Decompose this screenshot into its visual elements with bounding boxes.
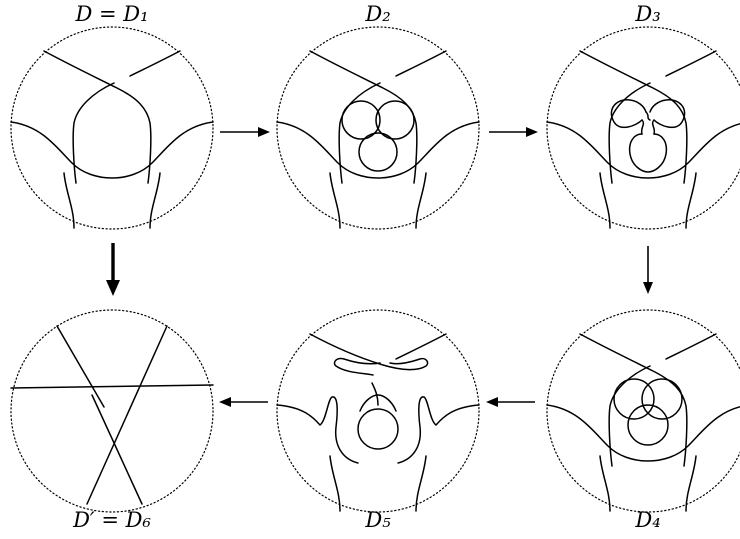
panel-d4 — [546, 309, 740, 513]
linked-loop — [359, 394, 397, 412]
knot-strand — [665, 333, 717, 360]
knot-strand — [276, 396, 359, 464]
panel-d2 — [276, 26, 480, 230]
linked-loop — [371, 382, 379, 406]
knot-strand — [329, 455, 341, 512]
knot-strand — [608, 365, 651, 467]
knot-strand — [608, 82, 651, 184]
arrow-d1-d2 — [220, 127, 270, 137]
panel-d1 — [10, 26, 214, 230]
knot-strand — [63, 172, 75, 229]
knot-strand — [665, 50, 717, 77]
knot-strand — [129, 50, 181, 77]
unknot-component — [358, 132, 398, 172]
knot-strand — [333, 357, 381, 376]
merged-loop — [649, 99, 686, 129]
linked-loop — [627, 404, 669, 446]
panel-boundary — [546, 26, 740, 230]
panel-boundary — [546, 309, 740, 513]
knot-strand — [546, 121, 740, 179]
panel-label-d3: D₃ — [635, 2, 661, 26]
knot-strand — [309, 50, 418, 184]
panel-label-d6: D′ = D₆ — [73, 508, 151, 532]
knot-strand — [329, 172, 341, 229]
knot-strand — [685, 455, 697, 512]
panel-d6 — [10, 309, 214, 513]
knot-strand — [546, 404, 740, 462]
linked-loop — [641, 378, 683, 420]
linked-loop — [357, 408, 399, 450]
panel-label-d2: D₂ — [365, 2, 391, 26]
arrow-d1-d6-thick — [106, 243, 120, 296]
knot-strand — [599, 172, 611, 229]
knot-strand — [338, 82, 381, 184]
unknot-component — [375, 100, 415, 140]
knot-strand — [395, 333, 447, 360]
knot-strand — [415, 455, 427, 512]
merged-loop — [651, 119, 656, 135]
linked-loop — [613, 378, 655, 420]
arrow-d3-d4 — [643, 246, 653, 294]
panel-boundary — [276, 309, 480, 513]
arrow-d2-d3 — [489, 127, 538, 137]
merged-loop — [640, 119, 645, 135]
merged-loop — [610, 99, 647, 129]
panel-boundary — [10, 309, 214, 513]
straight-strand — [10, 384, 214, 389]
unknot-component — [341, 100, 381, 140]
knot-strand — [10, 121, 214, 179]
knot-strand — [43, 50, 152, 184]
knot-strand — [395, 50, 447, 77]
arrow-d5-d6 — [219, 397, 268, 407]
knot-strand — [685, 172, 697, 229]
knot-strand — [599, 455, 611, 512]
panel-d5 — [276, 309, 480, 513]
knot-strand — [149, 172, 161, 229]
straight-strand — [56, 325, 105, 408]
panel-boundary — [276, 26, 480, 230]
merged-loop — [628, 133, 668, 173]
straight-strand — [91, 394, 143, 505]
knot-strand — [415, 172, 427, 229]
knot-strand — [72, 82, 115, 184]
knot-strand — [309, 333, 429, 371]
panel-d3 — [546, 26, 740, 230]
panel-boundary — [10, 26, 214, 230]
merged-loop — [645, 111, 651, 121]
straight-strand — [86, 325, 168, 505]
knot-strand — [397, 396, 480, 464]
panel-label-d1: D = D₁ — [75, 2, 149, 26]
knot-strand — [276, 121, 480, 179]
arrow-d4-d5 — [486, 397, 535, 407]
knot-strand — [579, 333, 688, 467]
